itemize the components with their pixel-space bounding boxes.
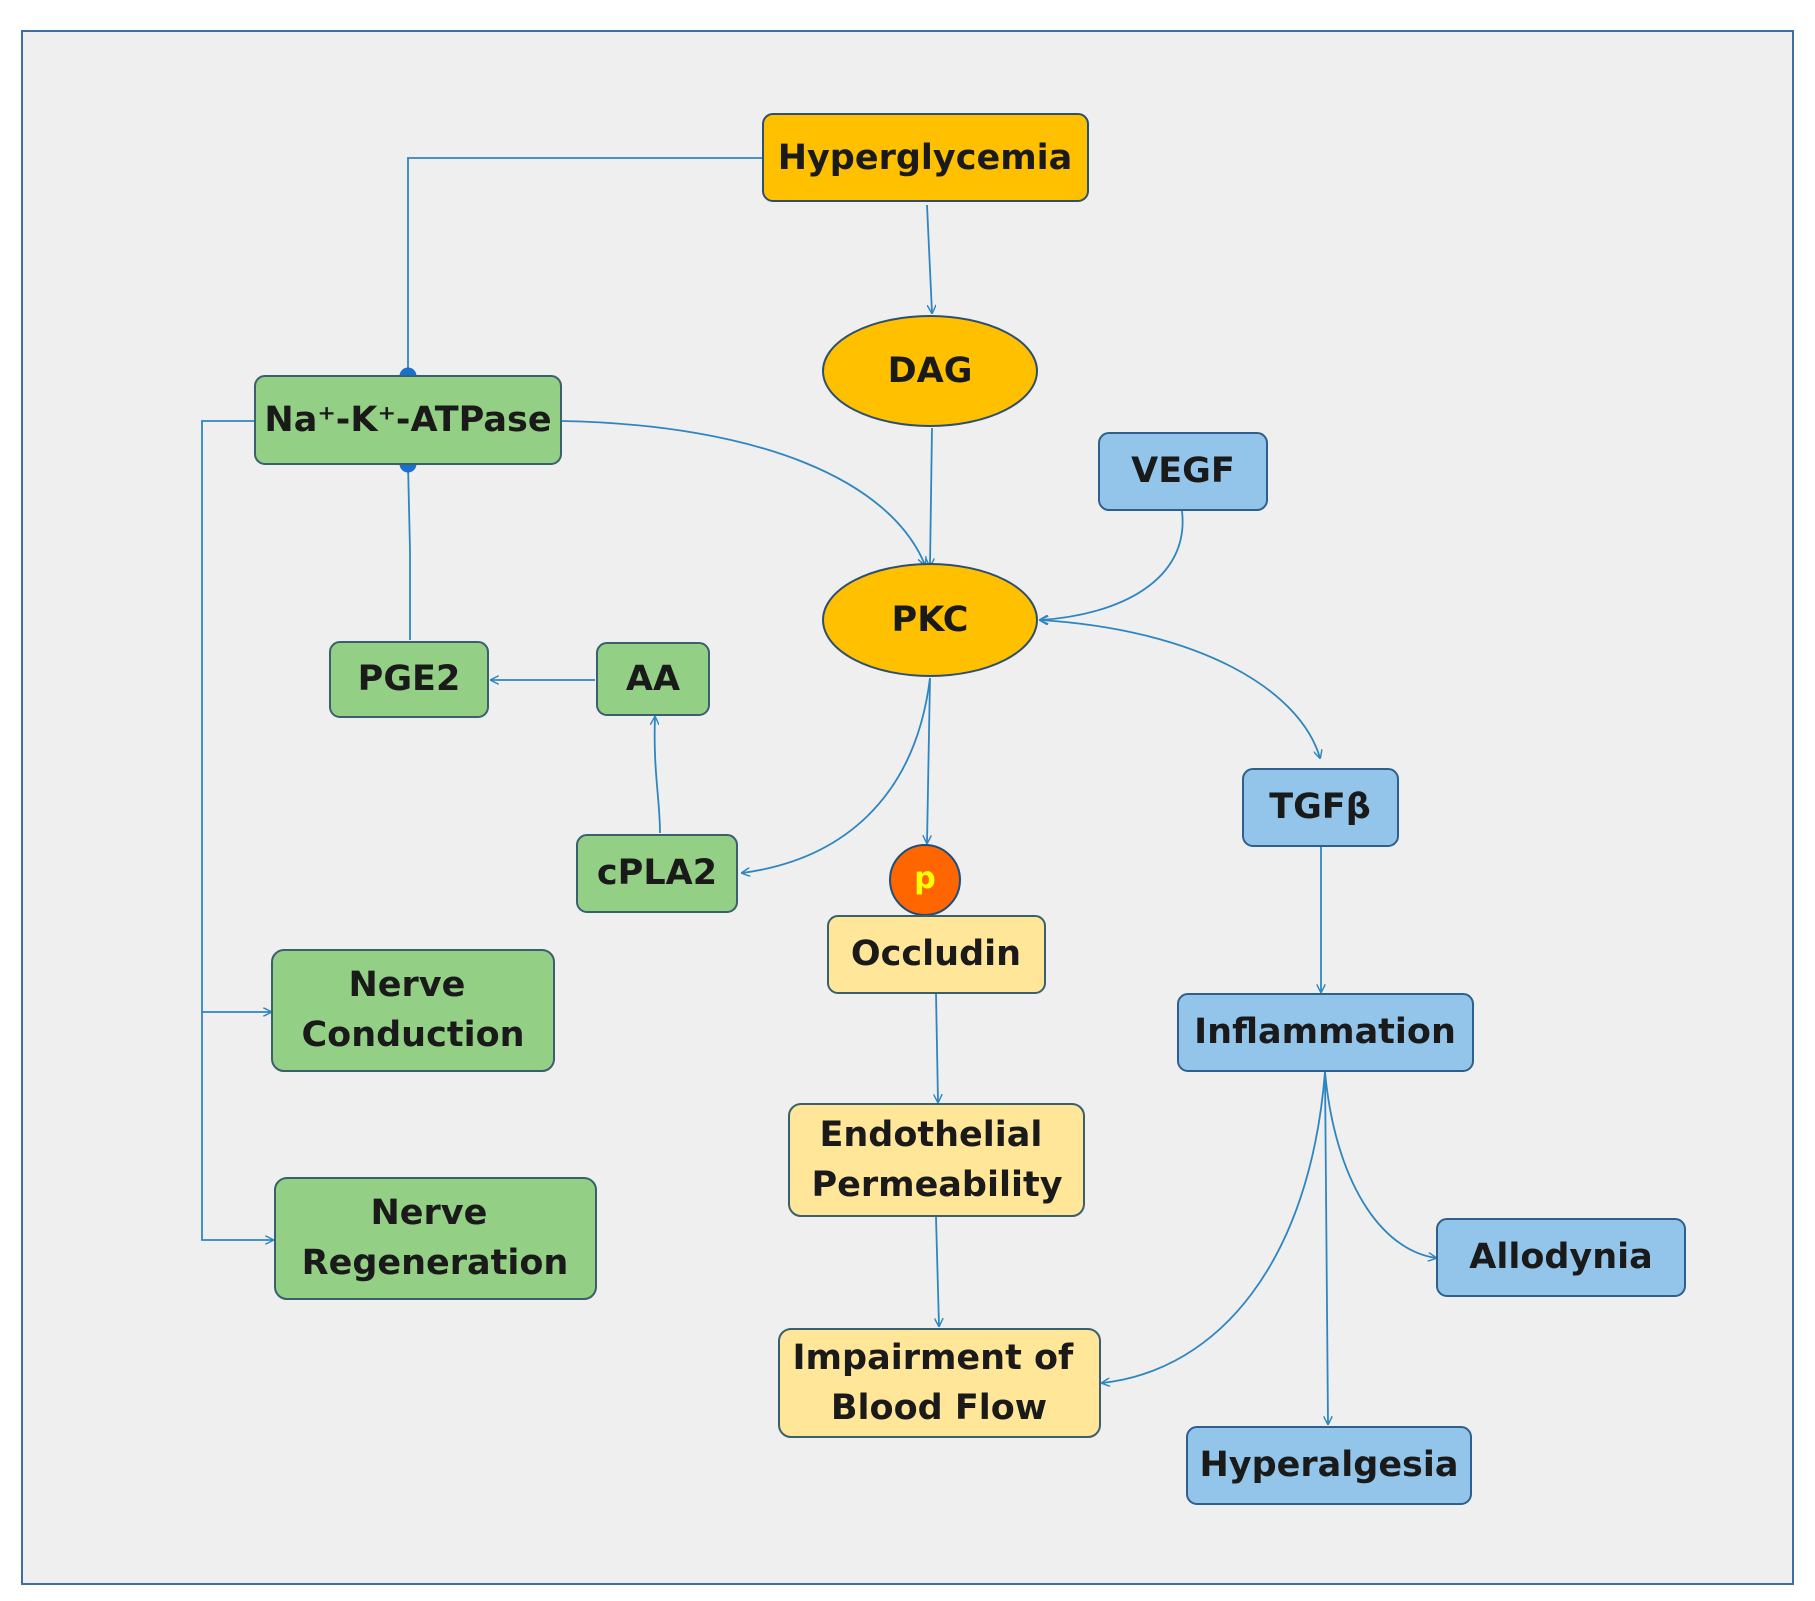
node-endothelial-permeability-label: Endothelial Permeability <box>811 1115 1062 1205</box>
edge-pkc-tgfb-bidirectional <box>1040 620 1320 758</box>
node-impairment-blood-flow: Impairment of Blood Flow <box>778 1328 1101 1438</box>
edge-inflammation-to-impairment <box>1102 1071 1326 1383</box>
node-inflammation-label: Inflammation <box>1194 1012 1456 1052</box>
node-inflammation: Inflammation <box>1177 993 1474 1072</box>
node-occludin: Occludin <box>827 915 1046 994</box>
node-nerve-regeneration-label: Nerve Regeneration <box>302 1193 569 1283</box>
node-nerve-conduction-label: Nerve Conduction <box>301 965 524 1055</box>
node-hyperalgesia: Hyperalgesia <box>1186 1426 1472 1505</box>
node-vegf: VEGF <box>1098 432 1268 511</box>
node-hyperglycemia: Hyperglycemia <box>762 113 1089 202</box>
edge-inflammation-to-hyperalgesia <box>1325 1071 1328 1424</box>
edge-pkc-to-cpla2 <box>742 677 931 873</box>
node-vegf-label: VEGF <box>1131 451 1235 491</box>
node-nerve-regeneration: Nerve Regeneration <box>274 1177 597 1300</box>
edge-dag-to-pkc <box>930 427 932 566</box>
node-tgfb-label: TGFβ <box>1269 787 1371 827</box>
node-na-k-atpase-label: Na⁺-K⁺-ATPase <box>264 400 551 440</box>
node-na-k-atpase: Na⁺-K⁺-ATPase <box>254 375 562 465</box>
node-hyperalgesia-label: Hyperalgesia <box>1199 1445 1458 1485</box>
edge-pge2-inhibits-na-k-atpase <box>407 463 411 640</box>
node-nerve-conduction: Nerve Conduction <box>271 949 555 1072</box>
node-cpla2-label: cPLA2 <box>597 853 717 893</box>
node-pge2-label: PGE2 <box>358 659 461 699</box>
edge-occludin-to-endothelial-permeability <box>936 992 938 1102</box>
node-aa-label: AA <box>626 659 680 699</box>
node-aa: AA <box>596 642 710 716</box>
edge-pkc-to-phospho <box>927 677 930 843</box>
edge-hyperglycemia-to-dag <box>926 204 932 313</box>
node-pge2: PGE2 <box>329 641 489 718</box>
edge-na-k-atpase-to-nerve-conduction <box>201 420 271 1012</box>
node-tgfb: TGFβ <box>1242 768 1399 847</box>
edge-na-k-atpase-to-pkc <box>561 420 925 565</box>
node-allodynia-label: Allodynia <box>1469 1237 1653 1277</box>
node-allodynia: Allodynia <box>1436 1218 1686 1297</box>
node-occludin-label: Occludin <box>851 934 1021 974</box>
nodes: Hyperglycemia DAG PKC Na⁺-K⁺-ATPase VEGF <box>254 113 1686 1505</box>
node-impairment-blood-flow-label: Impairment of Blood Flow <box>793 1338 1086 1428</box>
edge-inflammation-to-allodynia <box>1324 1071 1436 1258</box>
edge-hyperglycemia-inhibits-na-k-atpase <box>407 157 763 375</box>
node-dag: DAG <box>822 315 1038 427</box>
node-phospho: p <box>889 844 961 916</box>
edge-endothelial-permeability-to-impairment <box>936 1216 939 1326</box>
edge-cpla2-to-aa <box>655 717 661 834</box>
edges <box>201 157 1436 1424</box>
node-phospho-label: p <box>914 861 935 896</box>
node-pkc: PKC <box>822 563 1038 677</box>
edge-na-k-atpase-to-nerve-regeneration <box>201 1012 273 1240</box>
node-hyperglycemia-label: Hyperglycemia <box>778 138 1073 178</box>
node-endothelial-permeability: Endothelial Permeability <box>788 1103 1085 1217</box>
node-pkc-label: PKC <box>892 600 969 640</box>
node-cpla2: cPLA2 <box>576 834 738 913</box>
diagram-background <box>21 30 1794 1585</box>
node-dag-label: DAG <box>888 351 973 391</box>
